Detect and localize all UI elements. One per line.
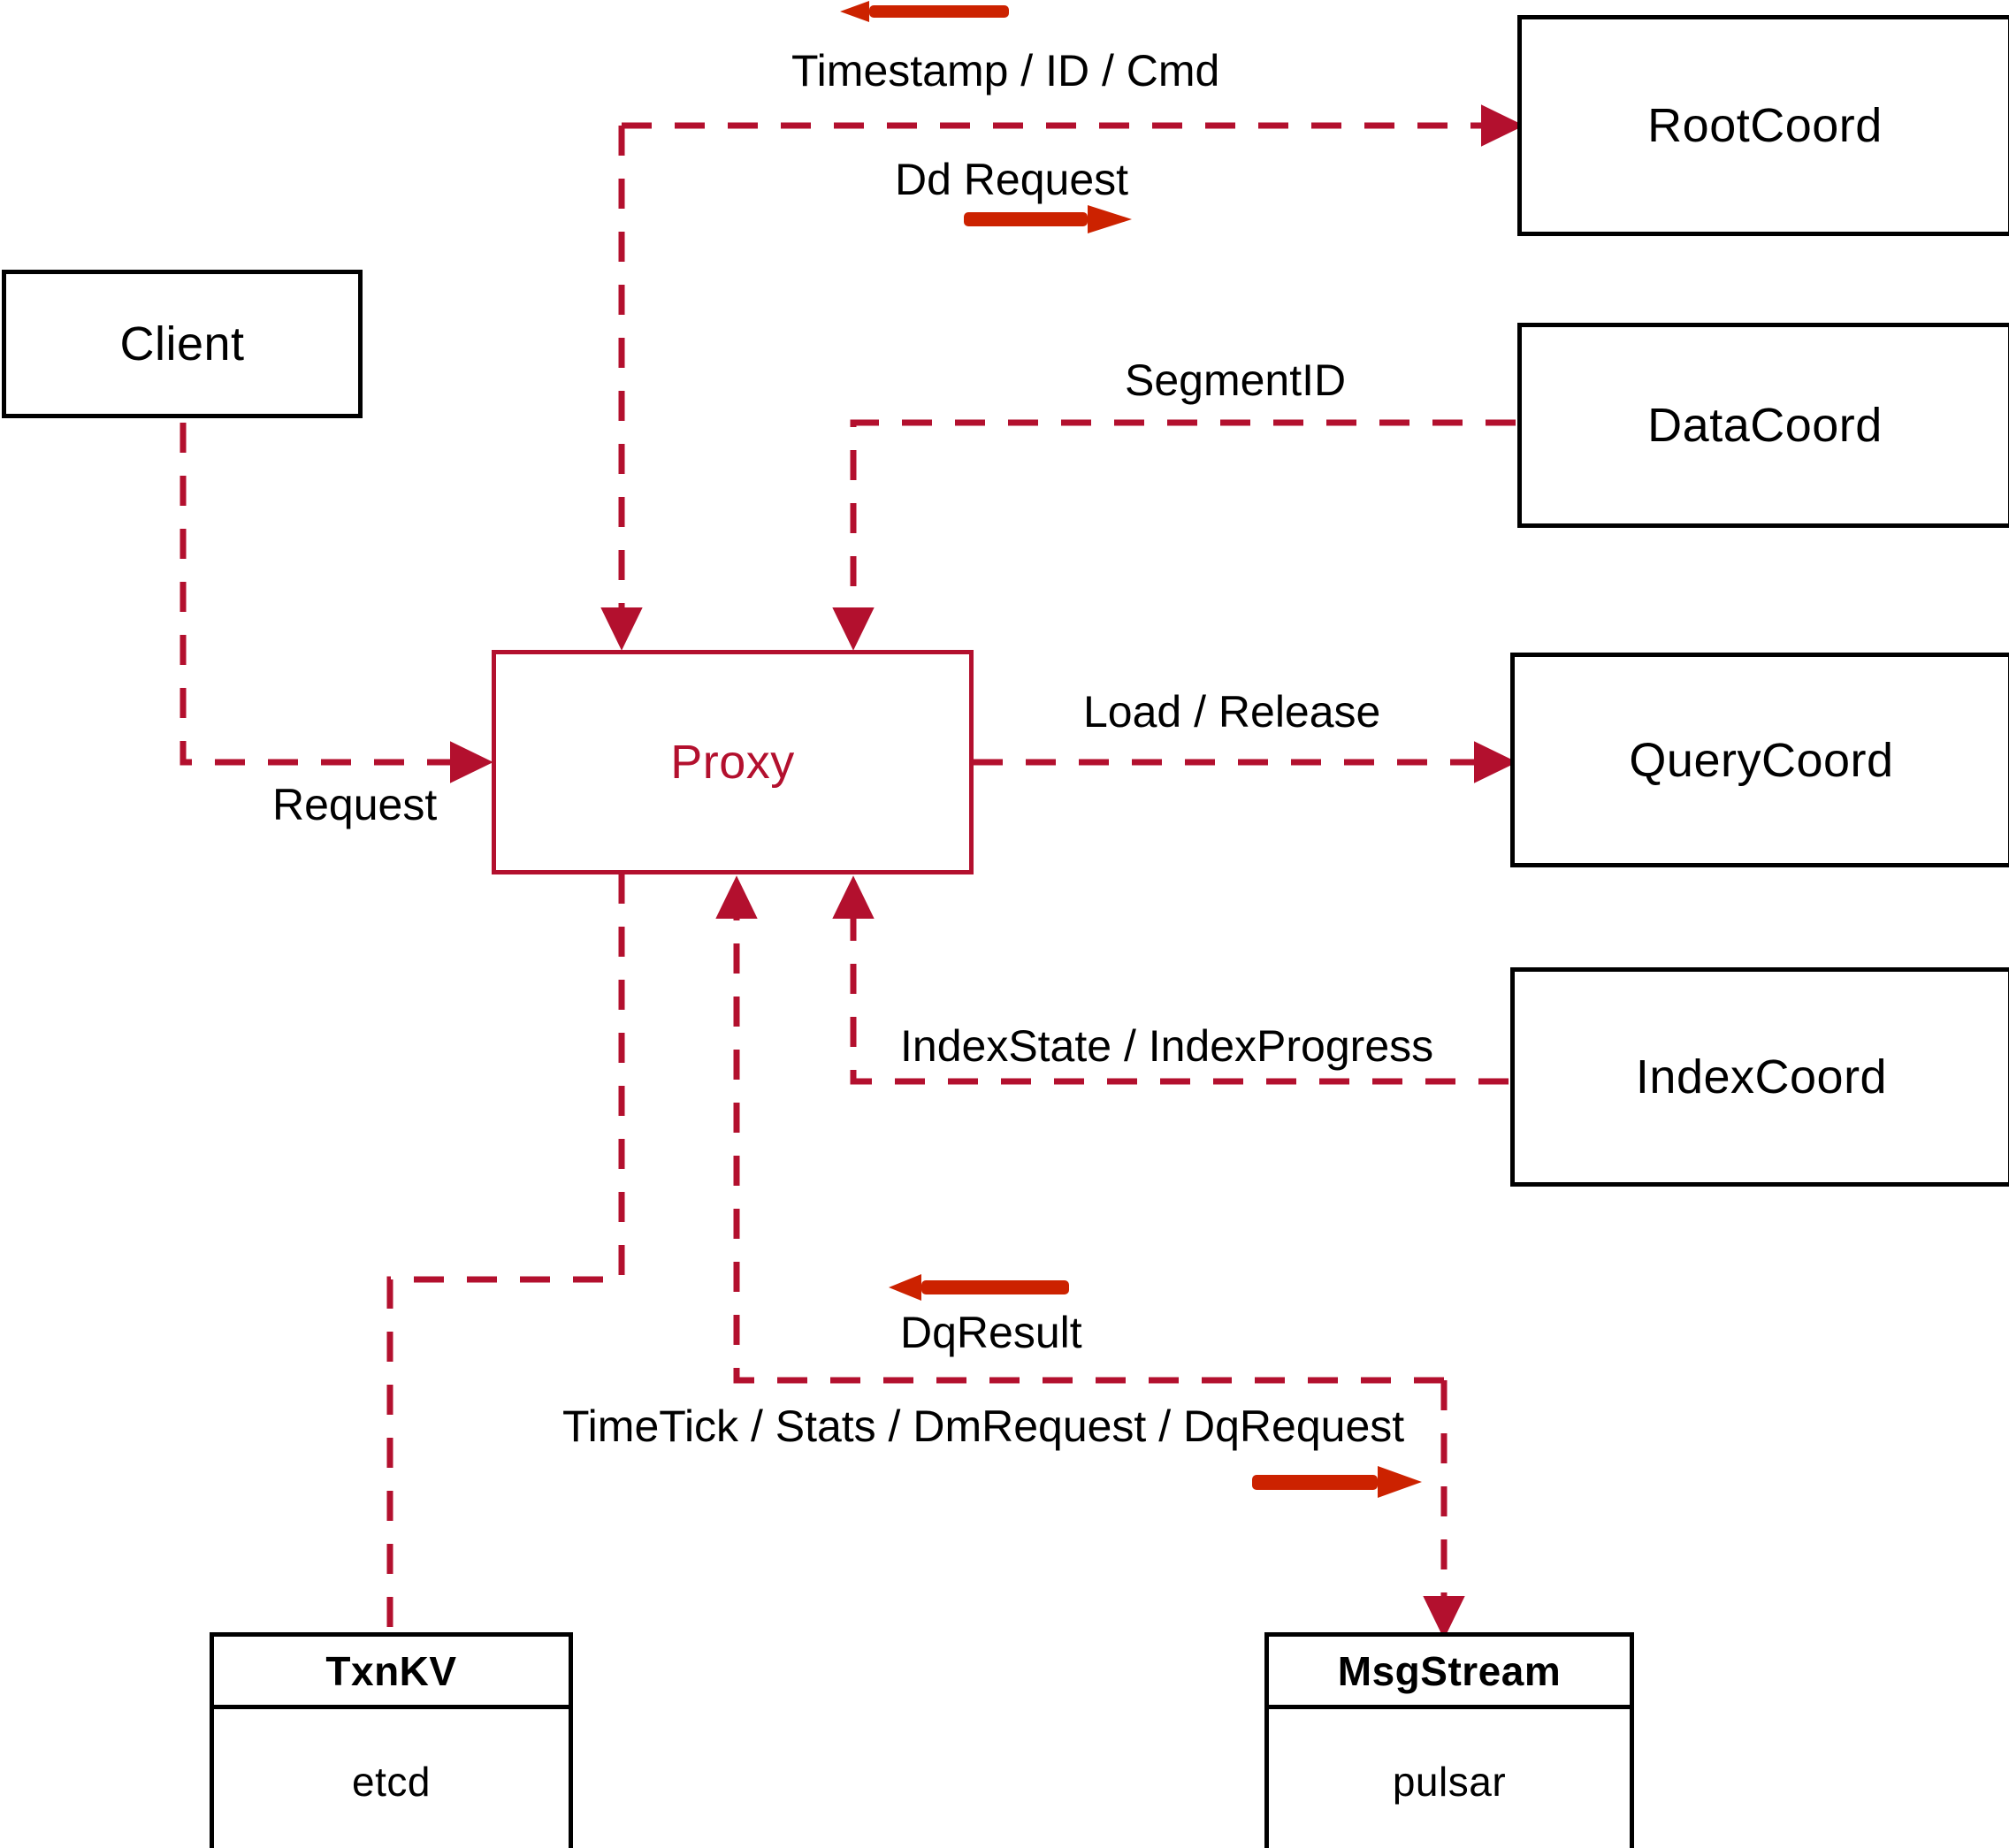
node-txnkv[interactable]: TxnKV etcd <box>210 1632 573 1848</box>
node-indexcoord[interactable]: IndexCoord <box>1510 967 2009 1187</box>
node-msgstream-body: pulsar <box>1269 1709 1630 1848</box>
node-datacoord-label: DataCoord <box>1647 399 1883 452</box>
wire-datacoord-proxy <box>832 419 1516 651</box>
arrow-left-dqresult <box>889 1274 1069 1301</box>
node-msgstream[interactable]: MsgStream pulsar <box>1264 1632 1634 1848</box>
node-txnkv-label: TxnKV <box>325 1647 457 1694</box>
node-indexcoord-label: IndexCoord <box>1635 1050 1888 1103</box>
wire-msgstream-proxy <box>715 875 1444 1384</box>
wire-client-proxy <box>180 423 493 783</box>
node-txnkv-body: etcd <box>214 1709 569 1848</box>
node-client-label: Client <box>119 317 245 370</box>
node-msgstream-label: MsgStream <box>1337 1647 1562 1694</box>
edge-label-request: Request <box>272 780 438 829</box>
edge-label-dq-result: DqResult <box>900 1308 1082 1357</box>
node-txnkv-sublabel: etcd <box>352 1758 431 1805</box>
node-proxy-label: Proxy <box>670 736 795 789</box>
node-proxy[interactable]: Proxy <box>492 650 974 874</box>
wire-proxy-txnkv <box>386 874 625 1632</box>
node-querycoord[interactable]: QueryCoord <box>1510 653 2009 867</box>
node-txnkv-header: TxnKV <box>214 1637 569 1709</box>
arrow-right-ddrequest <box>964 205 1132 233</box>
node-msgstream-header: MsgStream <box>1269 1637 1630 1709</box>
node-rootcoord[interactable]: RootCoord <box>1517 15 2009 236</box>
edge-label-segment-id: SegmentID <box>1125 355 1347 405</box>
node-datacoord[interactable]: DataCoord <box>1517 323 2009 528</box>
edge-label-timetick-stats: TimeTick / Stats / DmRequest / DqRequest <box>562 1401 1405 1451</box>
node-client[interactable]: Client <box>2 270 363 418</box>
edge-label-index-state: IndexState / IndexProgress <box>900 1021 1434 1071</box>
edge-label-load-release: Load / Release <box>1083 687 1381 737</box>
arrow-right-timetick <box>1252 1466 1422 1498</box>
node-querycoord-label: QueryCoord <box>1629 733 1894 787</box>
node-rootcoord-label: RootCoord <box>1647 99 1883 152</box>
arrow-left-timestamp <box>840 1 1009 22</box>
edge-label-dd-request: Dd Request <box>895 155 1129 204</box>
node-msgstream-sublabel: pulsar <box>1392 1758 1507 1805</box>
edge-label-timestamp-id-cmd: Timestamp / ID / Cmd <box>791 46 1220 95</box>
